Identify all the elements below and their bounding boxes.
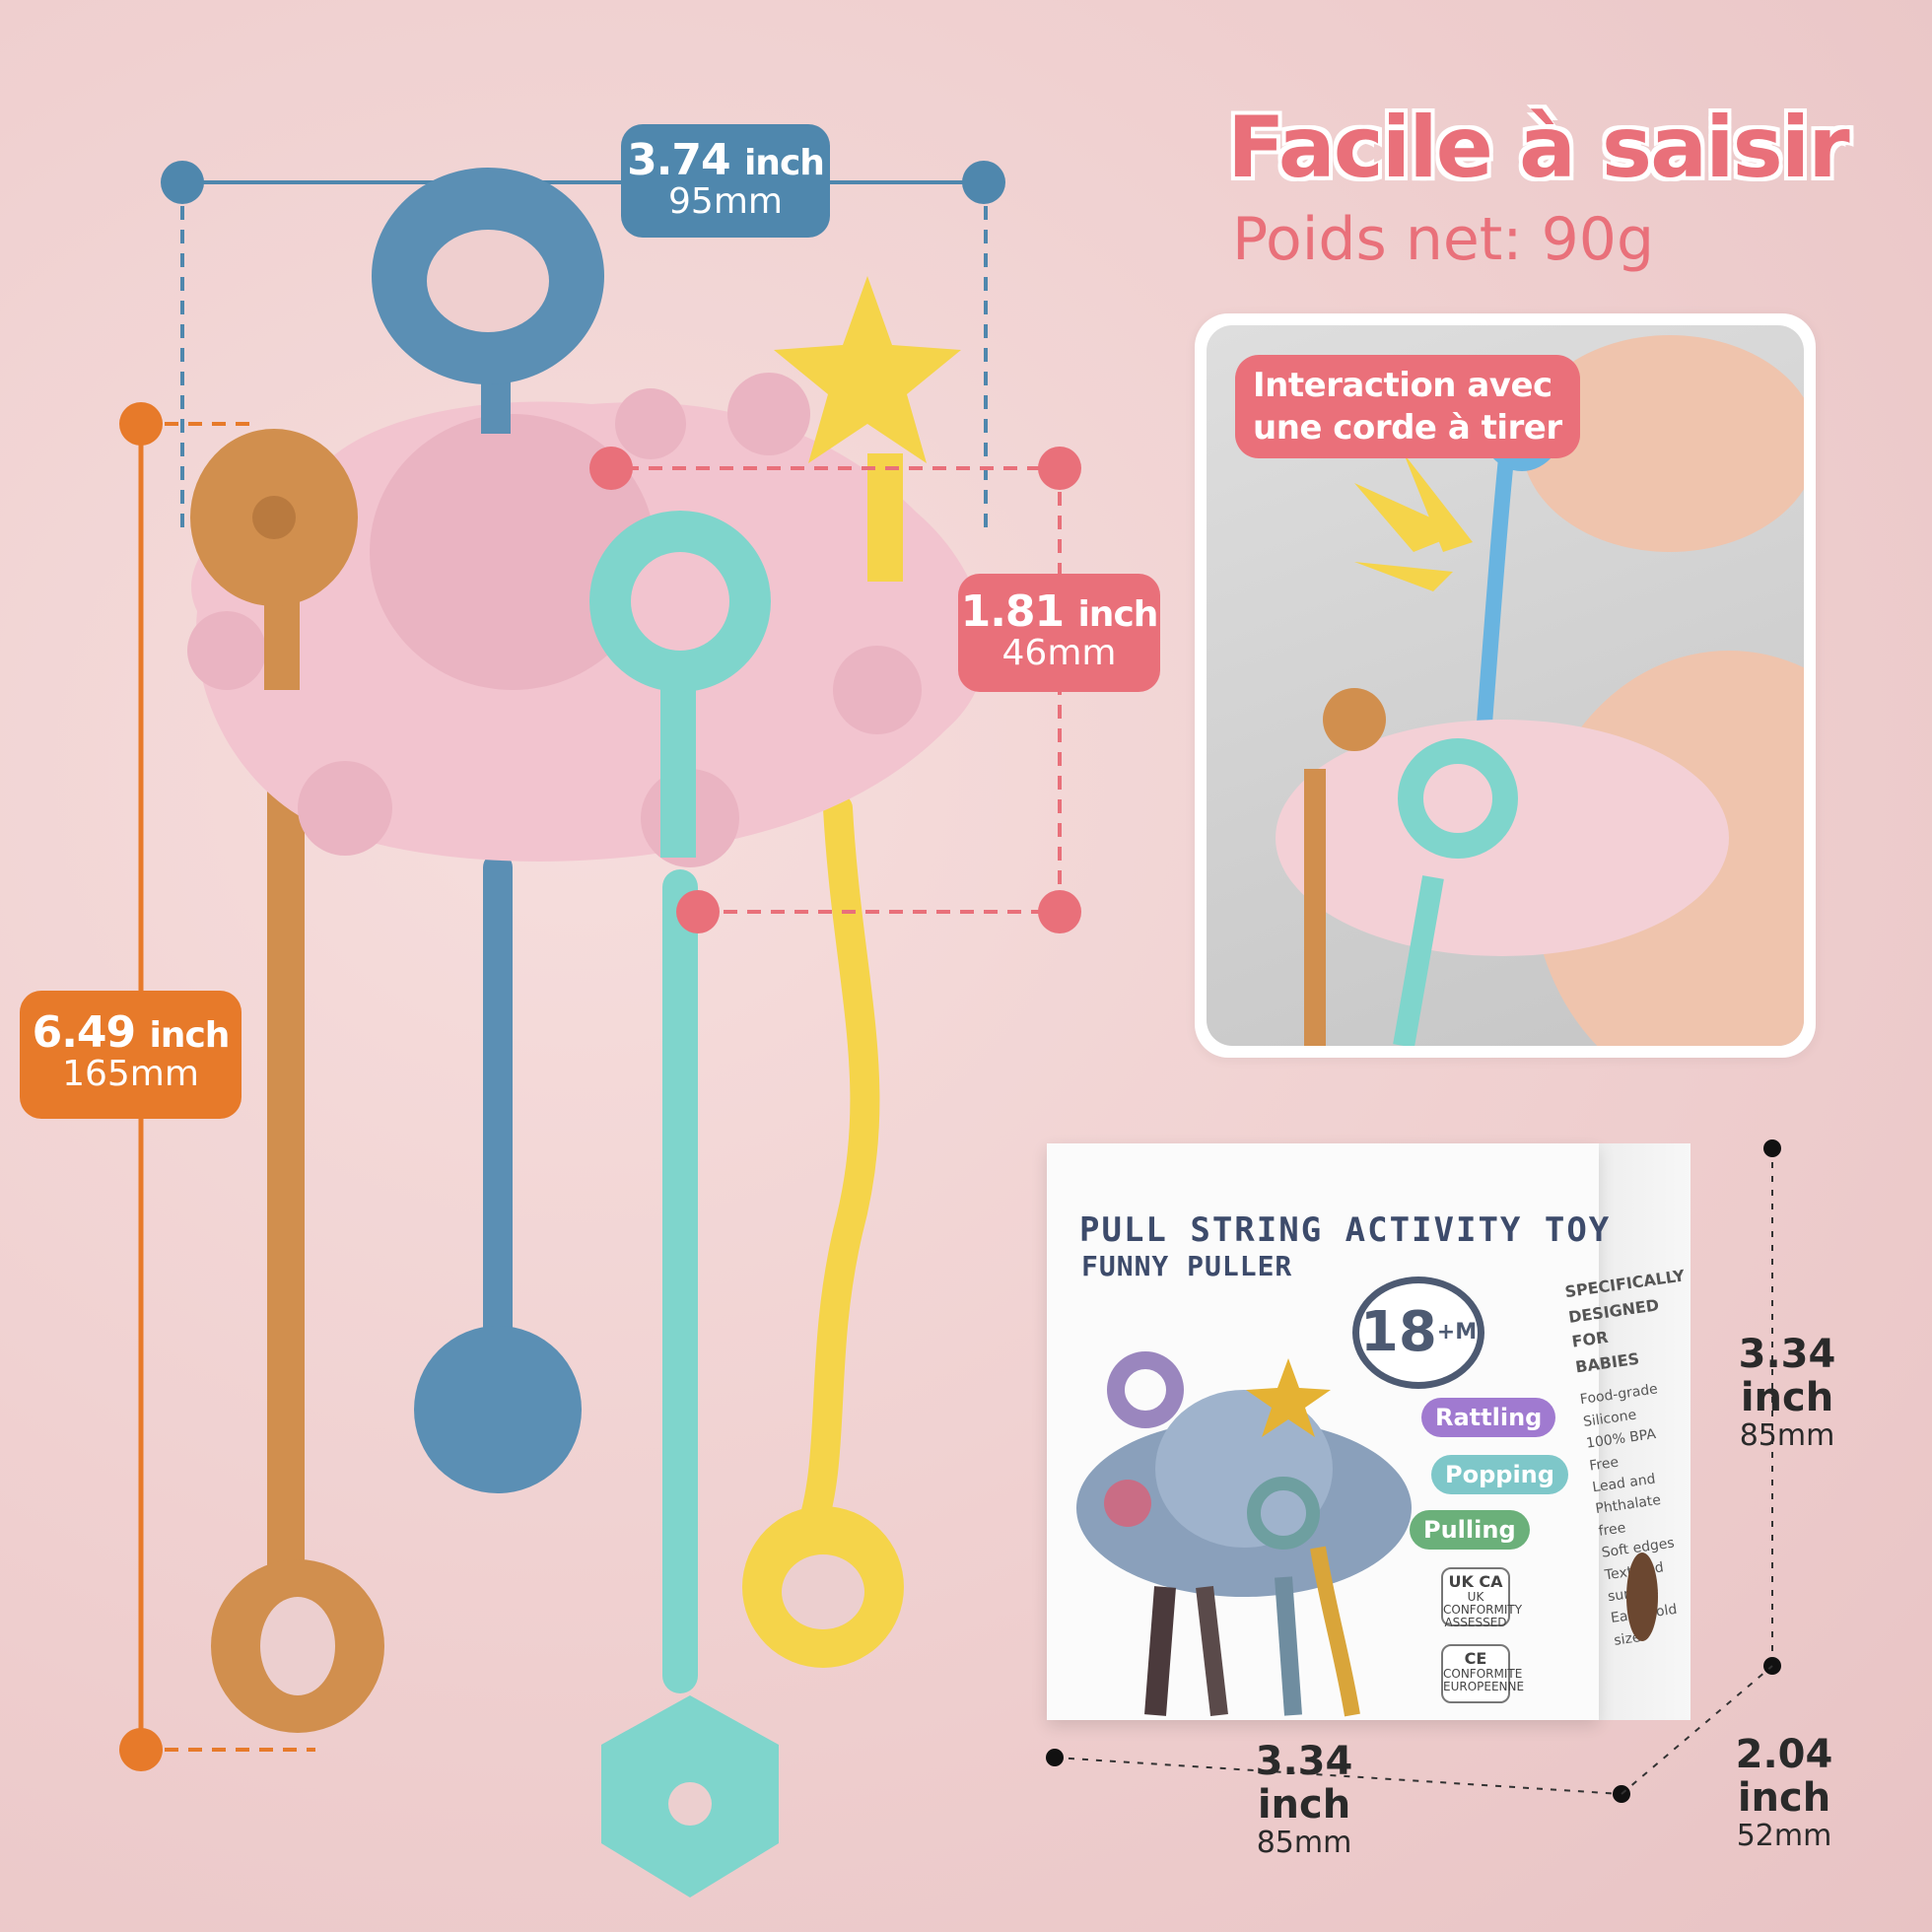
pull-interaction-tag: Interaction avec une corde à tirer (1235, 355, 1580, 458)
width-unit: inch (743, 143, 825, 183)
toy-end-pieces (211, 1326, 904, 1898)
net-weight: Poids net: 90g (1232, 205, 1655, 274)
ukca-text: UK CONFORMITY ASSESSED (1443, 1589, 1523, 1629)
box-side-heading: SPECIFICALLY DESIGNED FOR BABIES (1563, 1266, 1687, 1377)
length-dimension-badge: 6.49 inch 165mm (20, 991, 242, 1119)
box-toy-illustration (1076, 1351, 1412, 1717)
height-metric: 46mm (1001, 633, 1117, 674)
box-title: PULL STRING ACTIVITY TOY (1079, 1210, 1612, 1250)
ukca-logo: UK CA (1448, 1572, 1503, 1591)
box-side-hole (1626, 1552, 1658, 1641)
box-dimension-lines (1046, 1139, 1781, 1803)
box-width-metric: 85mm (1256, 1826, 1352, 1860)
pull-tag-line2: une corde à tirer (1253, 407, 1562, 448)
height-dimension-badge: 1.81 inch 46mm (958, 574, 1160, 692)
height-value: 1.81 (960, 586, 1066, 637)
age-suffix: +M (1436, 1320, 1478, 1345)
hand-pulling-illustration (1276, 335, 1804, 1046)
width-value: 3.74 (627, 135, 731, 185)
box-height-label: 3.34 inch 85mm (1703, 1333, 1871, 1452)
age-badge: 18+M (1352, 1276, 1484, 1389)
feature-pill-popping: Popping (1431, 1455, 1568, 1494)
box-height-value: 3.34 inch (1738, 1332, 1836, 1420)
ce-text: CONFORMITE EUROPEENNE (1443, 1666, 1525, 1693)
age-value: 18 (1359, 1300, 1437, 1364)
ce-logo: CE (1464, 1649, 1487, 1668)
toy-body (187, 373, 986, 867)
width-metric: 95mm (668, 181, 783, 223)
headline: Facile à saisir (1227, 99, 1850, 197)
ukca-mark: UK CA UK CONFORMITY ASSESSED (1441, 1567, 1522, 1629)
box-width-label: 3.34 inch 85mm (1220, 1740, 1388, 1859)
box-depth-label: 2.04 inch 52mm (1700, 1733, 1868, 1852)
toy-strings (267, 750, 880, 1693)
width-dimension-badge: 3.74 inch 95mm (621, 124, 830, 238)
length-metric: 165mm (62, 1054, 199, 1095)
box-subtitle: FUNNY PULLER (1081, 1250, 1293, 1282)
feature-pill-rattling: Rattling (1421, 1398, 1556, 1437)
pull-tag-line1: Interaction avec (1253, 366, 1552, 405)
box-height-metric: 85mm (1739, 1418, 1835, 1453)
length-unit: inch (149, 1015, 230, 1056)
height-unit: inch (1077, 594, 1158, 635)
box-width-value: 3.34 inch (1255, 1739, 1353, 1828)
toy-top-handles (190, 168, 961, 858)
width-dimension-line (161, 161, 1005, 532)
box-depth-value: 2.04 inch (1735, 1732, 1833, 1821)
ce-mark: CE CONFORMITE EUROPEENNE (1441, 1644, 1524, 1703)
box-depth-metric: 52mm (1736, 1819, 1832, 1853)
length-value: 6.49 (32, 1007, 137, 1058)
feature-pill-pulling: Pulling (1410, 1510, 1530, 1550)
